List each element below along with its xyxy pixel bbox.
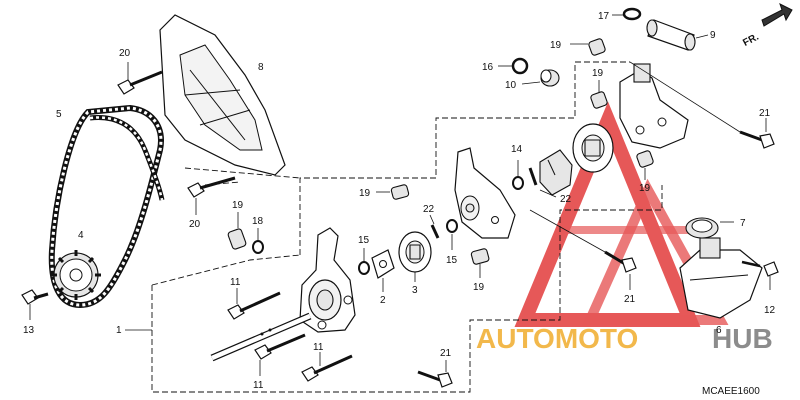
- callout-8: 8: [258, 62, 264, 73]
- plate-2: [371, 249, 395, 292]
- callout-19-f: 19: [639, 183, 651, 194]
- oil-strainer-6: [679, 237, 763, 319]
- seal-7: [685, 217, 734, 239]
- washer-15-left: [358, 248, 370, 275]
- o-ring-16: [498, 57, 529, 75]
- callout-10: 10: [505, 80, 517, 91]
- front-direction-indicator: FR.: [741, 3, 793, 49]
- bolt-20-top: [117, 62, 163, 95]
- outer-rotor: [572, 123, 614, 173]
- callout-7: 7: [740, 218, 746, 229]
- pin-22-left: [429, 214, 440, 239]
- bolt-21-right: [629, 61, 775, 149]
- callout-19-b: 19: [359, 188, 371, 199]
- bolt-11-c: [301, 352, 353, 382]
- sprocket: [51, 250, 101, 300]
- dowel-19-upper-b: [590, 80, 608, 109]
- cam-chain: [48, 104, 165, 309]
- bolt-12: [741, 260, 779, 290]
- watermark-triangle-inner: [582, 178, 729, 325]
- callout-21-b: 21: [624, 294, 636, 305]
- callout-9: 9: [710, 30, 716, 41]
- callout-3: 3: [412, 285, 418, 296]
- callout-11-a: 11: [230, 277, 241, 288]
- callout-15-a: 15: [358, 235, 370, 246]
- watermark-logo: [514, 101, 729, 327]
- bolt-21-bottom: [417, 360, 453, 388]
- callout-14: 14: [511, 144, 523, 155]
- callout-17: 17: [598, 11, 610, 22]
- callout-4: 4: [78, 230, 84, 241]
- callout-19-e: 19: [592, 68, 604, 79]
- inner-rotor: [539, 149, 573, 196]
- pin-22-right: [528, 167, 557, 198]
- dowel-19-right: [636, 150, 654, 180]
- washer-14: [512, 160, 524, 190]
- callout-19-c: 19: [473, 282, 485, 293]
- dowel-19-mid: [376, 184, 410, 200]
- callout-22-a: 22: [423, 204, 435, 215]
- watermark-main: AUTOMOTO: [476, 323, 638, 354]
- front-label: FR.: [741, 31, 761, 48]
- watermark-accent: HUB: [712, 323, 773, 354]
- callout-20-b: 20: [189, 219, 201, 230]
- dowel-19-upper-a: [570, 38, 606, 56]
- pump-body: [299, 227, 356, 333]
- dowel-19-left: [227, 212, 247, 250]
- pump-shaft: [210, 312, 312, 362]
- bolt-20-bottom: [187, 176, 236, 215]
- washer-18: [252, 228, 264, 254]
- callout-2: 2: [380, 295, 386, 306]
- callout-18: 18: [252, 216, 264, 227]
- chain-guide-plate: [159, 14, 286, 176]
- bolt-11-b: [254, 333, 306, 376]
- callout-19-d: 19: [550, 40, 562, 51]
- upper-housing: [619, 63, 689, 149]
- callout-20-a: 20: [119, 48, 131, 59]
- callout-22-b: 22: [560, 194, 572, 205]
- watermark-text: AUTOMOTO HUB: [476, 323, 773, 354]
- callout-labels: 1 2 3 4 5 6 7 8 9 10 11 11 11 12 13 14 1…: [23, 11, 776, 391]
- bolt-21-mid: [529, 209, 637, 290]
- callout-13: 13: [23, 325, 35, 336]
- callout-6: 6: [716, 325, 722, 336]
- bolt-13: [21, 289, 49, 320]
- callout-12: 12: [764, 305, 776, 316]
- callout-5: 5: [56, 109, 62, 120]
- arrow-icon: [761, 3, 793, 27]
- callout-11-c: 11: [313, 342, 324, 353]
- callout-21-a: 21: [759, 108, 771, 119]
- callout-16: 16: [482, 62, 494, 73]
- assembly-outline: [125, 61, 663, 393]
- rotor-3: [398, 231, 432, 282]
- callout-11-b: 11: [253, 380, 264, 391]
- callout-21-c: 21: [440, 348, 452, 359]
- callout-15-b: 15: [446, 255, 458, 266]
- callout-1: 1: [116, 325, 122, 336]
- washer-15-right: [446, 219, 458, 250]
- dowel-19-lower: [470, 248, 490, 278]
- pipe-9: [646, 19, 709, 51]
- middle-housing: [454, 147, 516, 239]
- bolt-11-a: [227, 288, 281, 320]
- diagram-code: MCAEE1600: [702, 386, 760, 397]
- collar-10: [521, 69, 560, 87]
- o-ring-17: [612, 7, 642, 21]
- callout-19-a: 19: [232, 200, 244, 211]
